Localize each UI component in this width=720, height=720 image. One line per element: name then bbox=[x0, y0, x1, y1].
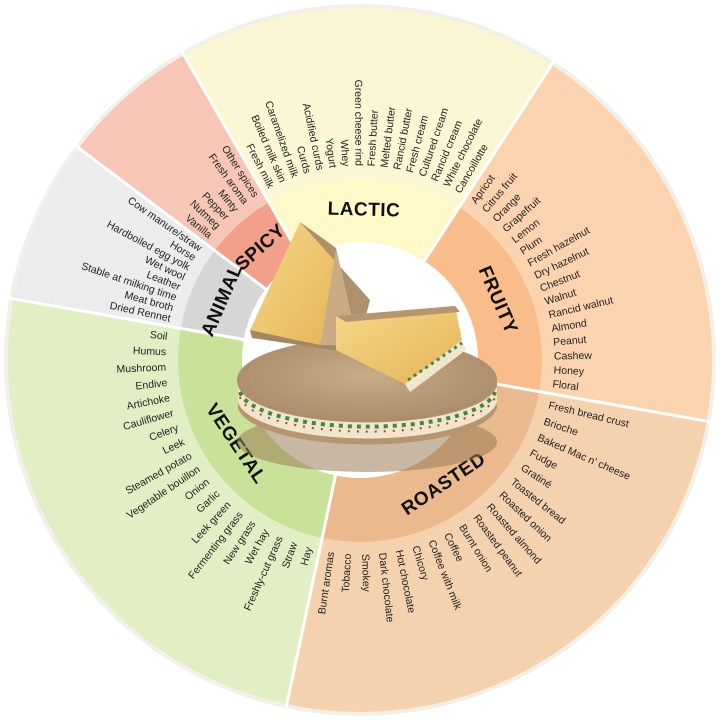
sector-divider bbox=[475, 379, 711, 424]
flavor-item: Endive bbox=[135, 377, 168, 393]
flavor-item: Smokey bbox=[359, 554, 372, 593]
flavor-item: Fresh butter bbox=[366, 109, 381, 167]
cheese-wheel-icon bbox=[237, 222, 497, 472]
flavor-item: Hay bbox=[299, 545, 316, 567]
sector-divider bbox=[180, 50, 303, 259]
flavor-item: Almond bbox=[551, 317, 588, 335]
flavor-item: Green cheese rind bbox=[352, 80, 365, 167]
flavor-item: Soil bbox=[149, 329, 168, 343]
sector-outer-animal bbox=[13, 148, 215, 329]
flavor-item: Yogurt bbox=[322, 137, 338, 168]
sector-inner-animal bbox=[180, 250, 266, 340]
sector-divider bbox=[284, 475, 337, 709]
flavor-item: Humus bbox=[133, 345, 167, 358]
sector-inner-fruity bbox=[424, 207, 542, 392]
flavor-item: Tobacco bbox=[340, 553, 354, 593]
flavor-item: Cashew bbox=[554, 350, 593, 363]
flavor-item: Peanut bbox=[553, 334, 587, 349]
flavor-item: Floral bbox=[552, 378, 580, 393]
category-label-lactic: LACTIC bbox=[327, 199, 400, 222]
flavor-item: Whey bbox=[338, 139, 352, 167]
sector-outer-spicy bbox=[78, 55, 269, 251]
sector-outer-lactic bbox=[184, 7, 552, 208]
sector-divider bbox=[9, 296, 245, 341]
sector-outer-roasted bbox=[286, 391, 707, 713]
flavor-item: Mushroom bbox=[116, 362, 166, 376]
divider-layer bbox=[9, 50, 711, 709]
sector-outer-vegetal bbox=[7, 298, 323, 705]
sector-divider bbox=[423, 60, 556, 262]
sector-divider bbox=[74, 144, 267, 291]
sector-outer-fruity bbox=[459, 64, 712, 422]
flavor-item: Honey bbox=[553, 364, 585, 378]
